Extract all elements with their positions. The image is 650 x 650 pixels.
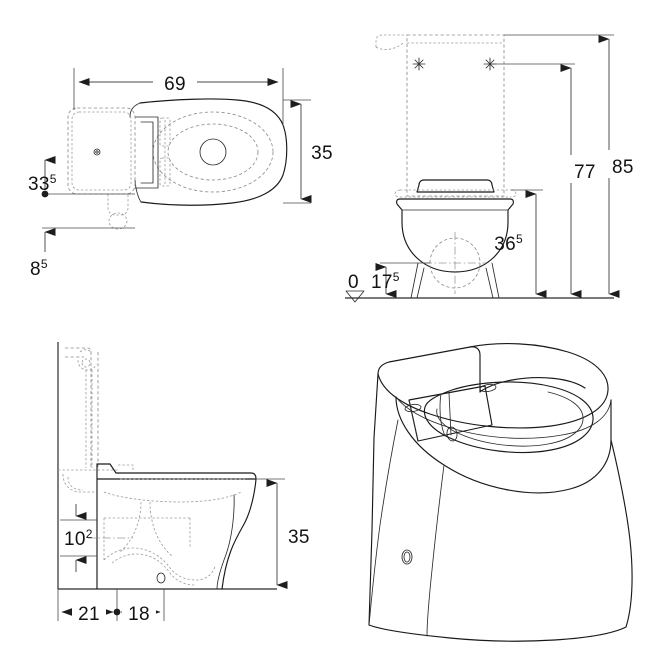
dim-front-datum: 0 xyxy=(345,272,365,303)
front-pedestal xyxy=(410,262,500,299)
plan-inlet-spigot xyxy=(107,194,129,230)
dim-front-cistern-top: 77 xyxy=(492,63,596,298)
dim-label-side-seat-height: 35 xyxy=(288,527,310,548)
plan-neck xyxy=(129,102,171,189)
dim-side-outlet-depth: 102 xyxy=(60,504,133,572)
front-cistern-fixing-right xyxy=(483,57,497,71)
dim-label-plan-width: 35 xyxy=(311,143,333,164)
dim-label-front-total-height: 85 xyxy=(612,157,634,178)
view-plan: 69 35 335 xyxy=(28,68,333,280)
side-seat xyxy=(58,463,257,493)
persp-seat-rim xyxy=(377,343,612,439)
side-cistern xyxy=(65,347,99,468)
dim-label-plan-length: 69 xyxy=(164,74,186,95)
persp-flush-deflector xyxy=(408,385,493,442)
view-front: 85 77 365 175 xyxy=(345,34,634,303)
dim-label-side-outlet-depth: 102 xyxy=(64,527,93,550)
dim-label-plan-offset-a: 335 xyxy=(28,172,57,195)
dim-label-front-outlet-height: 175 xyxy=(371,270,400,293)
dim-side-seat-height: 35 xyxy=(256,478,310,589)
dim-front-seat-height: 365 xyxy=(494,189,547,298)
dim-side-base-depth: 18 xyxy=(121,589,165,625)
front-cistern xyxy=(375,34,505,197)
dim-label-front-cistern-top: 77 xyxy=(574,162,596,183)
dim-plan-length: 69 xyxy=(73,68,284,126)
dim-shared-origin-dot xyxy=(113,608,121,616)
dim-label-plan-offset-b: 85 xyxy=(30,257,48,280)
dim-front-total-height: 85 xyxy=(504,34,634,298)
persp-side-hole-inner xyxy=(403,551,411,563)
persp-fixing-hole-left xyxy=(404,403,422,413)
plan-flush-hole xyxy=(199,138,227,166)
persp-side-hole xyxy=(401,549,413,565)
dim-front-outlet-height: 175 xyxy=(371,262,430,298)
side-bowl xyxy=(96,478,257,590)
datum-triangle-icon xyxy=(345,290,365,303)
front-outlet xyxy=(424,232,486,294)
view-perspective xyxy=(368,343,633,642)
view-side: 35 102 21 xyxy=(57,342,310,625)
dim-plan-offset-a: 335 xyxy=(28,156,135,198)
dim-plan-width: 35 xyxy=(283,99,333,204)
dim-label-front-seat-height: 365 xyxy=(494,232,523,255)
dim-label-side-wall-offset: 21 xyxy=(78,604,100,625)
persp-bowl-body xyxy=(368,396,633,642)
front-cistern-fixing-left xyxy=(412,57,426,71)
persp-fixing-hole-right xyxy=(479,383,497,393)
plan-cistern xyxy=(67,107,136,195)
dim-label-side-base-depth: 18 xyxy=(128,604,150,625)
dim-plan-offset-b: 85 xyxy=(30,227,135,280)
dim-label-front-datum: 0 xyxy=(348,272,359,293)
dim-origin-dot xyxy=(41,190,49,198)
dim-side-wall-offset: 21 xyxy=(57,589,121,625)
plan-seat-inner-ring xyxy=(152,111,274,193)
front-seat-band xyxy=(394,179,517,198)
